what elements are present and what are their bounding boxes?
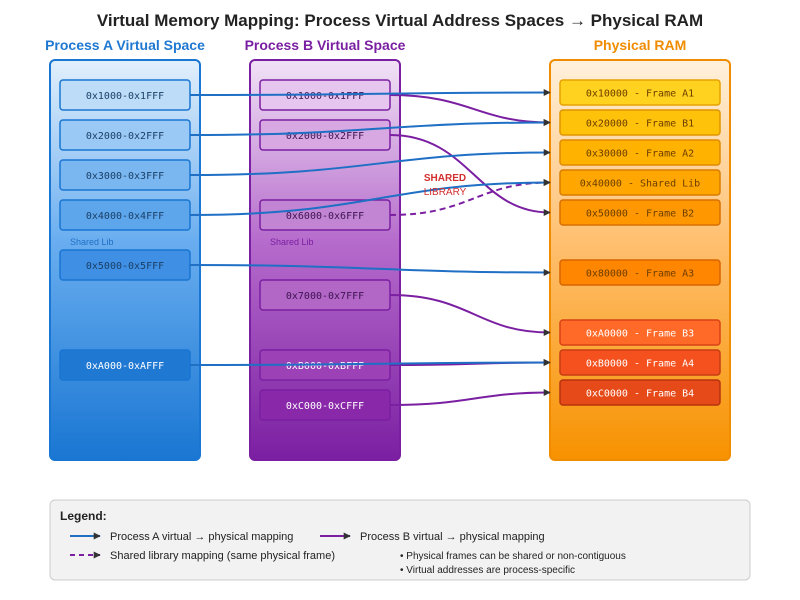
physical-frame-label: 0xB0000 - Frame A4 — [586, 359, 694, 370]
physical-frame: 0x40000 - Shared Lib — [559, 169, 721, 196]
process-a-shared-lib-tag: Shared Lib — [70, 237, 114, 247]
process-a-mapping-arrow — [189, 264, 551, 276]
physical-frame: 0x80000 - Frame A3 — [559, 259, 721, 286]
physical-frame-label: 0x50000 - Frame B2 — [586, 209, 694, 220]
physical-frame-label: 0x10000 - Frame A1 — [586, 89, 694, 100]
process-a-page: 0xA000-0xAFFF — [59, 349, 191, 381]
legend-b-label: Process B virtual → physical mapping — [360, 531, 545, 543]
legend-shared-label: Shared library mapping (same physical fr… — [110, 550, 335, 562]
process-b-page-label: 0xB000-0xBFFF — [286, 361, 364, 372]
process-a-page-label: 0x1000-0x1FFF — [86, 91, 164, 102]
physical-frame-box — [559, 349, 721, 376]
process-b-mapping-arrow — [389, 389, 551, 406]
physical-frame-box — [559, 139, 721, 166]
process-b-page: 0xC000-0xCFFF — [259, 389, 391, 421]
physical-frame: 0xC0000 - Frame B4 — [559, 379, 721, 406]
physical-frame-label: 0x80000 - Frame A3 — [586, 269, 694, 280]
legend-note-shared-frames: • Physical frames can be shared or non-c… — [400, 551, 626, 562]
process-a-mapping-arrow — [189, 179, 551, 216]
physical-frame-box — [559, 319, 721, 346]
physical-frame: 0x30000 - Frame A2 — [559, 139, 721, 166]
process-a-page: 0x5000-0x5FFF — [59, 249, 191, 281]
process-b-page: 0x2000-0x2FFF — [259, 119, 391, 151]
process-a-page: 0x4000-0x4FFF — [59, 199, 191, 231]
physical-frame-box — [559, 379, 721, 406]
physical-frame: 0x50000 - Frame B2 — [559, 199, 721, 226]
process-a-mapping-arrow — [189, 359, 551, 367]
process-b-header: Process B Virtual Space — [245, 37, 406, 53]
legend-a-label: Process A virtual → physical mapping — [110, 531, 293, 543]
process-b-page-label: 0xC000-0xCFFF — [286, 401, 364, 412]
process-b-page: 0x7000-0x7FFF — [259, 279, 391, 311]
process-a-page: 0x3000-0x3FFF — [59, 159, 191, 191]
physical-frame-box — [559, 169, 721, 196]
physical-frame-box — [559, 259, 721, 286]
shared-library-annotation-line2: LIBRARY — [424, 187, 467, 198]
process-b-page-label: 0x7000-0x7FFF — [286, 291, 364, 302]
process-b-page-label: 0x2000-0x2FFF — [286, 131, 364, 142]
process-a-page-label: 0x4000-0x4FFF — [86, 211, 164, 222]
process-a-page-label: 0xA000-0xAFFF — [86, 361, 164, 372]
process-b-page: 0x6000-0x6FFF — [259, 199, 391, 231]
physical-frame-label: 0xC0000 - Frame B4 — [586, 389, 694, 400]
physical-ram-header: Physical RAM — [594, 37, 687, 53]
process-a-page: 0x1000-0x1FFF — [59, 79, 191, 111]
process-b-mapping-arrow — [389, 294, 551, 336]
process-a-page-label: 0x5000-0x5FFF — [86, 261, 164, 272]
process-a-page: 0x2000-0x2FFF — [59, 119, 191, 151]
process-a-page-label: 0x2000-0x2FFF — [86, 131, 164, 142]
physical-frame: 0x20000 - Frame B1 — [559, 109, 721, 136]
shared-library-mapping-arrow — [389, 179, 551, 216]
legend-box — [49, 499, 751, 581]
physical-frame-label: 0x20000 - Frame B1 — [586, 119, 694, 130]
physical-frame-box — [559, 199, 721, 226]
process-a-mapping-arrow — [189, 149, 551, 176]
physical-frame-label: 0x30000 - Frame A2 — [586, 149, 694, 160]
shared-library-annotation-line1: SHARED — [424, 173, 466, 184]
process-b-mapping-arrow — [389, 134, 551, 216]
legend-note-process-specific: • Virtual addresses are process-specific — [400, 565, 575, 576]
process-a-mapping-arrow — [189, 119, 551, 136]
physical-frame-box — [559, 79, 721, 106]
process-b-page-label: 0x1000-0x1FFF — [286, 91, 364, 102]
process-a-mapping-arrow — [189, 89, 551, 97]
physical-frame: 0xA0000 - Frame B3 — [559, 319, 721, 346]
physical-frame: 0x10000 - Frame A1 — [559, 79, 721, 106]
physical-frame-label: 0xA0000 - Frame B3 — [586, 329, 694, 340]
process-a-header: Process A Virtual Space — [45, 37, 205, 53]
process-b-shared-lib-tag: Shared Lib — [270, 237, 314, 247]
legend: Legend: Process A virtual → physical map… — [49, 499, 751, 581]
legend-title: Legend: — [60, 509, 107, 523]
physical-frame-label: 0x40000 - Shared Lib — [580, 179, 700, 190]
physical-frame-box — [559, 109, 721, 136]
diagram-title: Virtual Memory Mapping: Process Virtual … — [97, 11, 703, 30]
process-b-mapping-arrow — [389, 94, 551, 126]
process-a-page-label: 0x3000-0x3FFF — [86, 171, 164, 182]
process-b-page-label: 0x6000-0x6FFF — [286, 211, 364, 222]
physical-frame: 0xB0000 - Frame A4 — [559, 349, 721, 376]
